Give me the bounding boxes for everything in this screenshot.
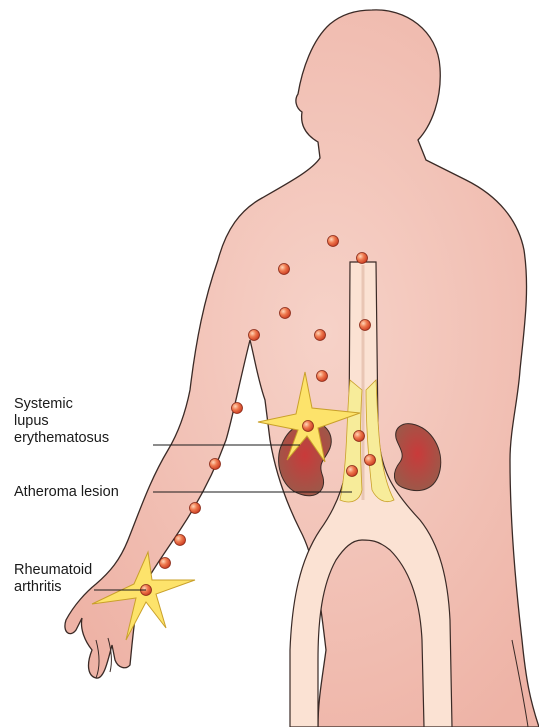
immune-cell <box>315 330 326 341</box>
sle-label-line-2: lupus <box>14 413 109 430</box>
immune-cell <box>175 535 186 546</box>
immune-cell <box>328 236 339 247</box>
immune-cell <box>357 253 368 264</box>
ra-label-line-2: arthritis <box>14 579 92 596</box>
sle-label: Systemic lupus erythematosus <box>14 396 109 447</box>
sle-label-line-3: erythematosus <box>14 430 109 447</box>
immune-cell <box>160 558 171 569</box>
immune-cell <box>354 431 365 442</box>
immune-cell <box>317 371 328 382</box>
atheroma-label: Atheroma lesion <box>14 484 119 501</box>
immune-cell <box>365 455 376 466</box>
ra-label-line-1: Rheumatoid <box>14 562 92 579</box>
immune-cell <box>190 503 201 514</box>
immune-cell <box>280 308 291 319</box>
immune-cell <box>303 421 314 432</box>
immune-cell <box>279 264 290 275</box>
immune-cell <box>249 330 260 341</box>
ra-label: Rheumatoid arthritis <box>14 562 92 596</box>
immune-cell <box>210 459 221 470</box>
immune-cell <box>360 320 371 331</box>
sle-label-line-1: Systemic <box>14 396 109 413</box>
immune-cell <box>232 403 243 414</box>
immune-cell <box>347 466 358 477</box>
